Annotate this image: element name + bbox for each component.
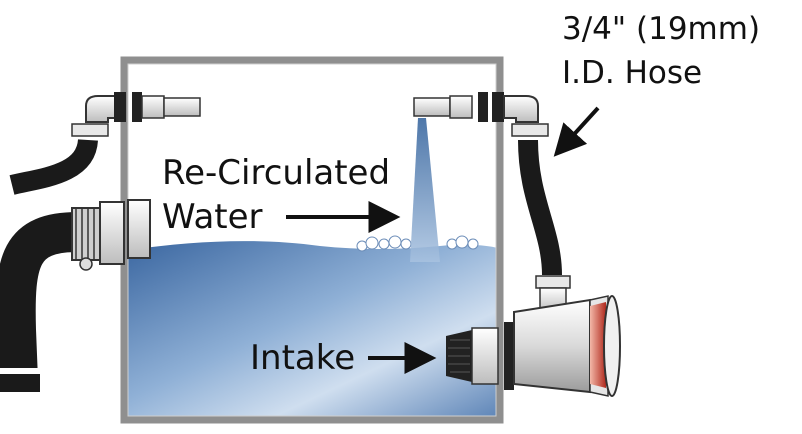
intake-strainer [446,327,499,385]
recirculated-label: Re-Circulated [162,153,391,193]
water [128,241,498,416]
drain-hose-end [0,370,40,392]
hose-size-label: 3/4" (19mm) [562,11,761,47]
hose-type-label: I.D. Hose [562,55,703,91]
drain-hose [0,212,79,381]
bulkhead-fitting-left [71,199,151,271]
hose-right [518,139,562,276]
foam-bubbles [356,235,479,252]
pump-body [504,295,621,397]
water-label: Water [162,197,263,237]
water-jet [410,118,440,262]
elbow-fitting-right [413,92,549,137]
drain-hose-end-ring [0,368,42,374]
intake-label: Intake [250,338,356,378]
return-hose-left [9,138,98,195]
hose-clamp-right [535,275,571,289]
arrow-hose [553,106,600,157]
elbow-fitting-left [71,92,201,137]
